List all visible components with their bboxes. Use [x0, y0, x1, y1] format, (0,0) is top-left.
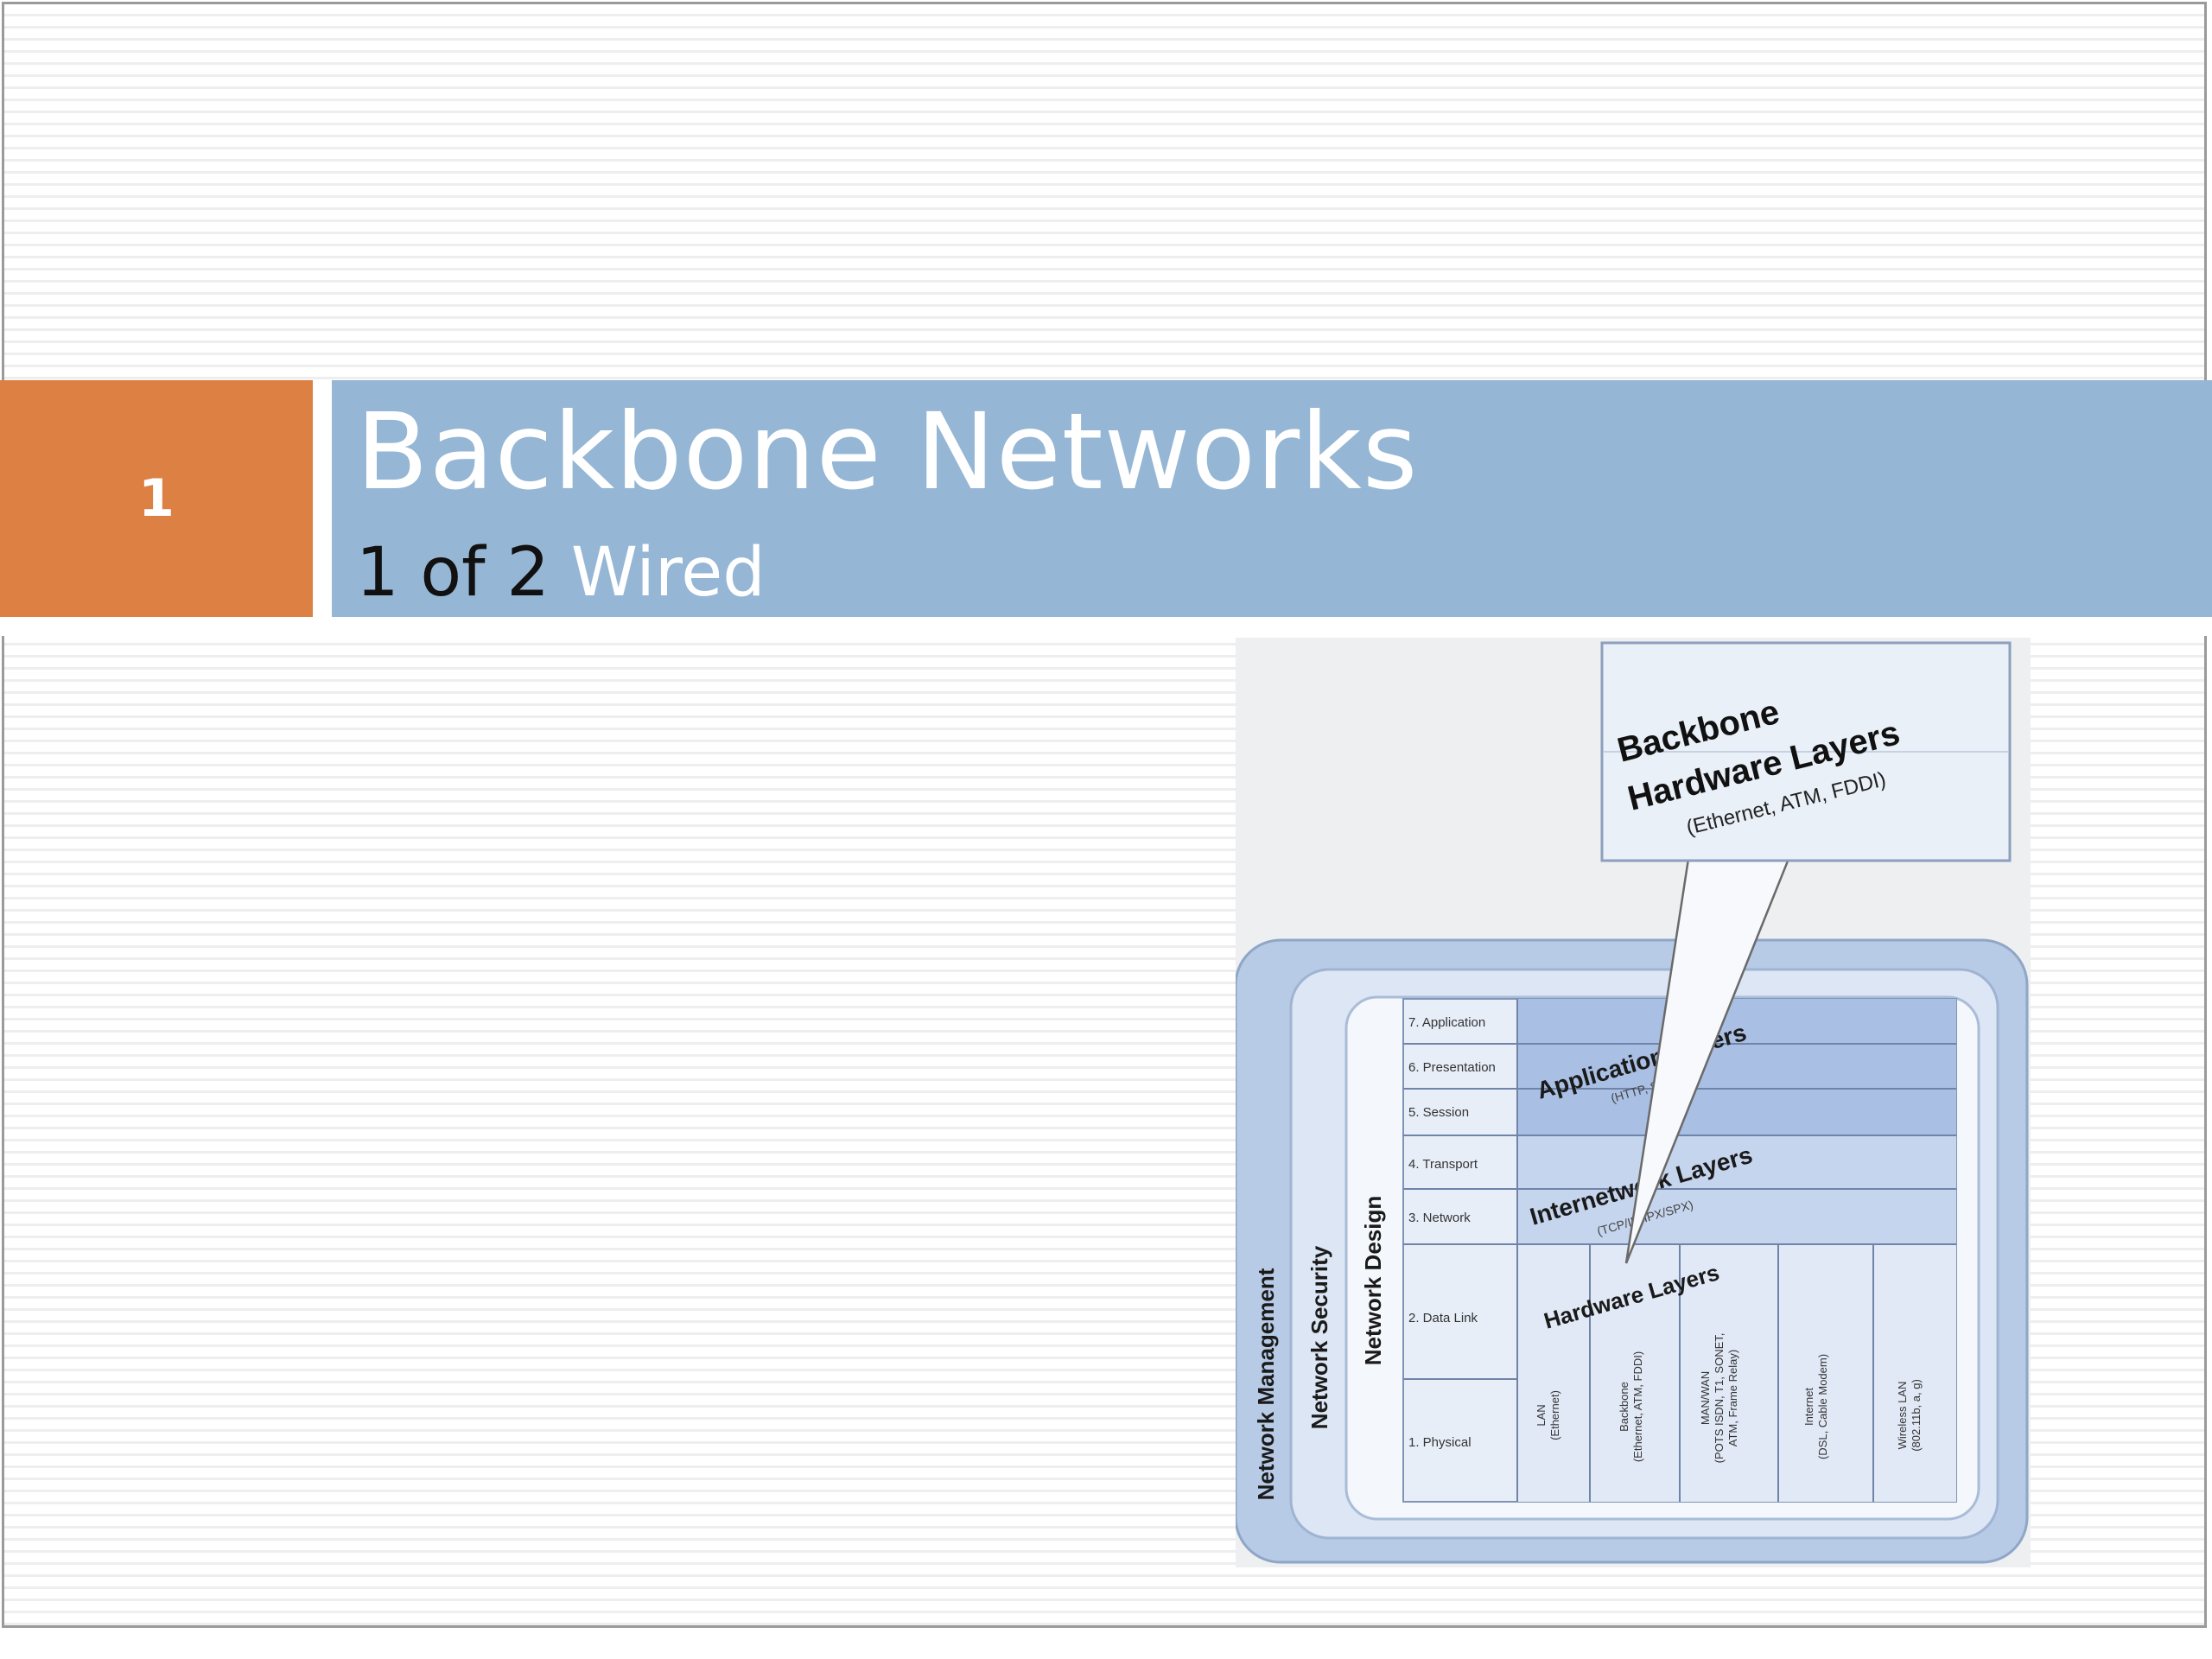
layer-6-label: 6. Presentation — [1408, 1060, 1496, 1075]
backbone-label: Backbone — [1618, 1382, 1630, 1432]
wireless-lan-sub-label: (802.11b, a, g) — [1910, 1379, 1923, 1452]
man-wan-sub-label-2: ATM, Frame Relay) — [1726, 1350, 1739, 1446]
title-band — [332, 380, 2212, 617]
man-wan-label: MAN/WAN — [1699, 1371, 1712, 1425]
layer-7-label: 7. Application — [1408, 1015, 1485, 1030]
man-wan-sub-label-1: (POTS ISDN, T1, SONET, — [1713, 1333, 1726, 1464]
network-management-label: Network Management — [1253, 1268, 1279, 1500]
header-bottom-gap — [0, 617, 2212, 636]
network-layers-diagram: Network Management Network Security Netw… — [1236, 638, 2031, 1567]
internet-sub-label: (DSL, Cable Modem) — [1816, 1354, 1829, 1459]
internet-label: Internet — [1802, 1388, 1815, 1426]
subtitle-part-1: 1 of 2 — [356, 534, 550, 612]
wireless-lan-label: Wireless LAN — [1896, 1382, 1909, 1450]
slide-subtitle: 1 of 2 Wired — [356, 534, 766, 612]
network-design-label: Network Design — [1360, 1196, 1386, 1366]
layer-2-label: 2. Data Link — [1408, 1311, 1478, 1325]
network-security-label: Network Security — [1306, 1245, 1332, 1429]
backbone-sub-label: (Ethernet, ATM, FDDI) — [1631, 1351, 1644, 1462]
table-grid — [1403, 999, 1956, 1502]
layer-1-label: 1. Physical — [1408, 1435, 1471, 1450]
application-group-fill — [1517, 999, 1956, 1135]
header-gap — [313, 380, 332, 617]
layer-5-label: 5. Session — [1408, 1105, 1469, 1120]
slide-bottom-margin — [0, 1630, 2212, 1659]
lan-label: LAN — [1535, 1404, 1548, 1426]
lan-sub-label: (Ethernet) — [1548, 1390, 1561, 1440]
slide-title: Backbone Networks — [356, 391, 1419, 513]
subtitle-part-2: Wired — [570, 534, 766, 612]
layer-3-label: 3. Network — [1408, 1211, 1471, 1225]
layer-4-label: 4. Transport — [1408, 1157, 1478, 1172]
slide-number-box: 1 — [0, 380, 313, 617]
slide-number: 1 — [138, 468, 175, 529]
